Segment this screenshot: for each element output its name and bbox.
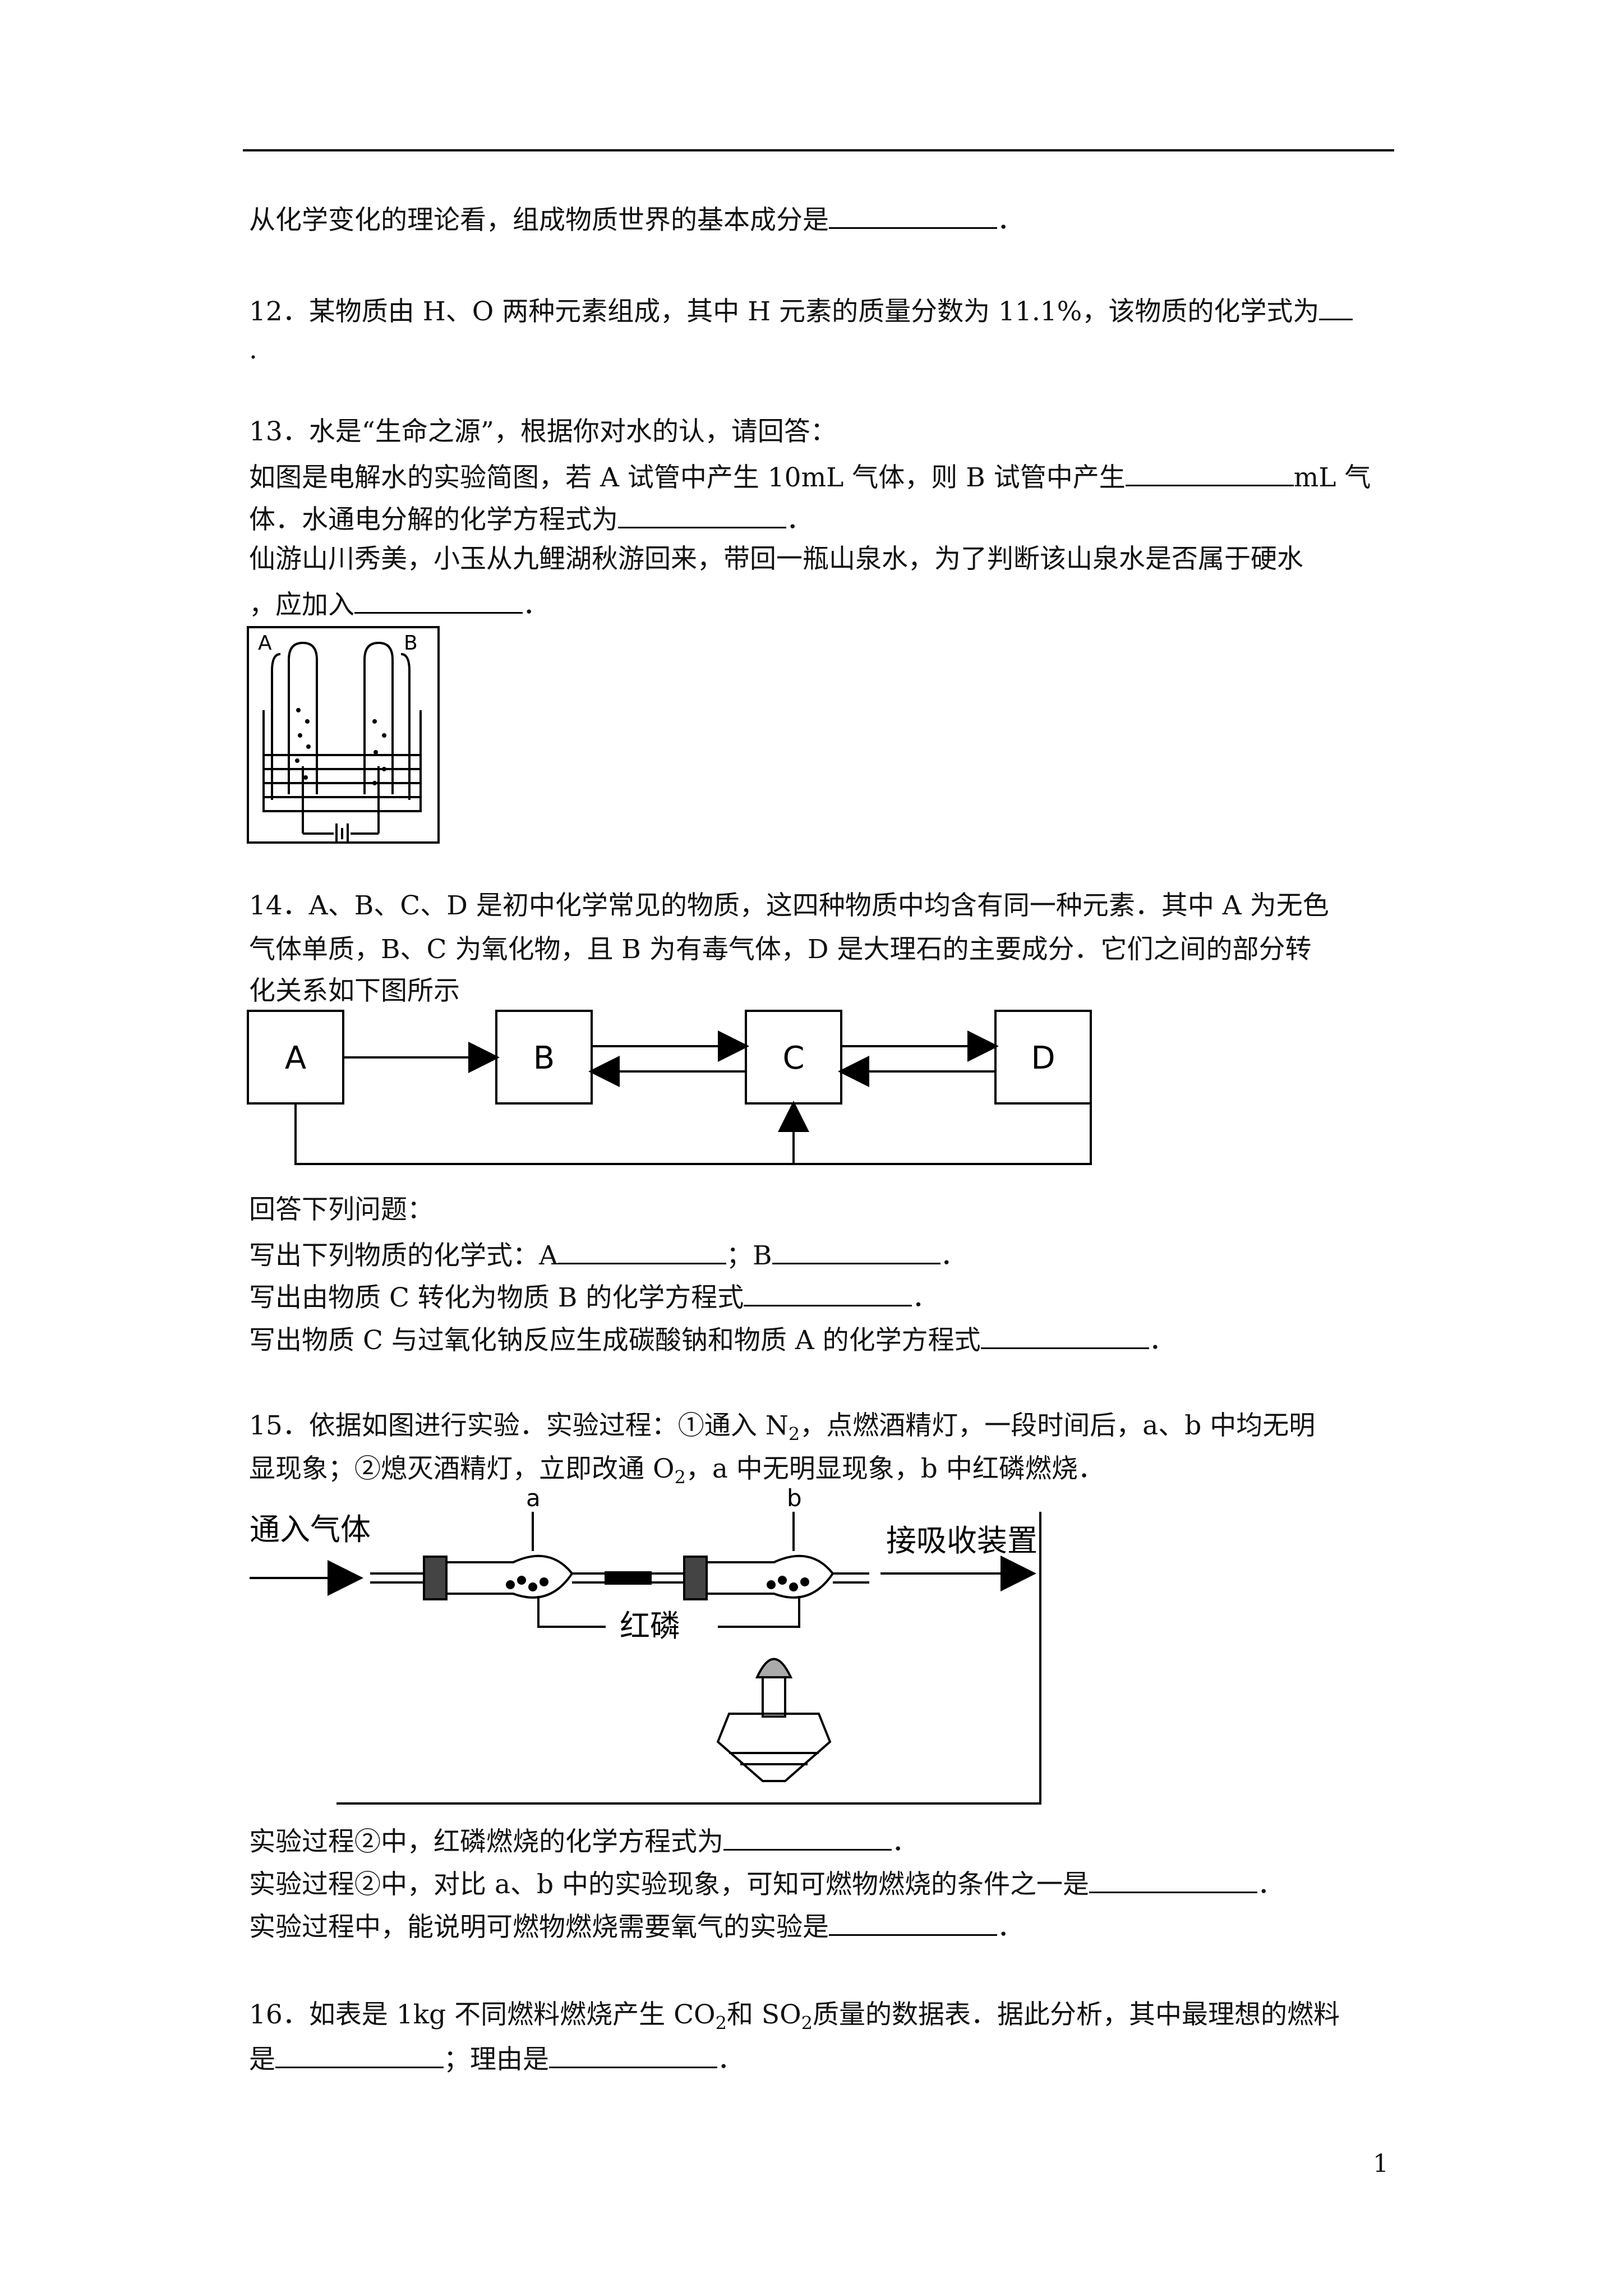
answer-blank[interactable] [772, 1236, 940, 1264]
electrolysis-diagram: A B [247, 626, 440, 844]
combustion-apparatus: 通入气体 a b 红磷 接吸收装置 [250, 1484, 1041, 1805]
header-rule [243, 149, 1394, 151]
question-15-line2: 显现象；②熄灭酒精灯，立即改通 O2，a 中无明显现象，b 中红磷燃烧． [249, 1453, 1104, 1488]
question-12-line2: . [249, 334, 257, 365]
question-14-answer3: 写出物质 C 与过氧化钠反应生成碳酸钠和物质 A 的化学方程式． [249, 1320, 1175, 1358]
red-phosphorus-label: 红磷 [620, 1608, 680, 1644]
flask-b [706, 1554, 834, 1599]
box-d-label: D [1031, 1040, 1055, 1076]
answer-blank[interactable] [1089, 1865, 1257, 1893]
answer-blank[interactable] [354, 585, 523, 614]
alcohol-lamp [716, 1713, 832, 1782]
lamp-cap [755, 1658, 793, 1678]
outlet-label: 接吸收装置 [886, 1523, 1038, 1558]
answer-blank[interactable] [744, 1278, 912, 1306]
line-d-to-c [794, 1011, 1092, 1165]
stopper-a [423, 1556, 448, 1600]
question-13-line3: 仙游山川秀美，小玉从九鲤湖秋游回来，带回一瓶山泉水，为了判断该山泉水是否属于硬水 [249, 544, 1303, 574]
question-15-answer1: 实验过程②中，红磷燃烧的化学方程式为． [249, 1822, 918, 1859]
question-16-line1: 16．如表是 1kg 不同燃料燃烧产生 CO2和 SO2质量的数据表．据此分析，… [249, 1999, 1340, 2034]
question-12-line1: 12．某物质由 H、O 两种元素组成，其中 H 元素的质量分数为 11.1%，该… [249, 292, 1353, 329]
box-b-label: B [533, 1040, 555, 1076]
question-13-line2: 体．水通电分解的化学方程式为． [249, 500, 813, 537]
question-14-answer1: 写出下列物质的化学式：A；B． [249, 1236, 967, 1273]
flask-a [445, 1554, 574, 1599]
tube-b-label: B [404, 632, 418, 655]
answer-blank[interactable] [829, 200, 997, 229]
answer-blank[interactable] [829, 1907, 997, 1936]
question-14-answer-title: 回答下列问题： [249, 1194, 434, 1225]
page-number: 1 [1373, 2150, 1389, 2178]
stopper-b [683, 1556, 708, 1600]
intro-line: 从化学变化的理论看，组成物质世界的基本成分是． [249, 200, 1023, 237]
test-tube-b [363, 641, 394, 794]
question-13-line4: ，应加入． [249, 585, 549, 622]
arrow-a-to-c [294, 1101, 809, 1165]
question-15-line1: 15．依据如图进行实验．实验过程：①通入 N2，点燃酒精灯，一段时间后，a、b … [249, 1410, 1316, 1445]
question-14-line2: 气体单质，B、C 为氧化物，且 B 为有毒气体，D 是大理石的主要成分．它们之间… [249, 934, 1312, 965]
question-12-text: 12．某物质由 H、O 两种元素组成，其中 H 元素的质量分数为 11.1%，该… [249, 296, 1320, 327]
answer-blank[interactable] [275, 2040, 444, 2068]
answer-blank[interactable] [1319, 292, 1353, 320]
answer-blank[interactable] [1125, 458, 1294, 486]
intro-text: 从化学变化的理论看，组成物质世界的基本成分是 [249, 205, 829, 236]
figure-frame [247, 626, 440, 844]
question-15-answer2: 实验过程②中，对比 a、b 中的实验现象，可知可燃物燃烧的条件之一是． [249, 1865, 1284, 1902]
question-13-title: 13．水是“生命之源”，根据你对水的认，请回答： [249, 416, 837, 447]
box-a-label: A [285, 1040, 306, 1076]
question-14-answer2: 写出由物质 C 转化为物质 B 的化学方程式． [249, 1278, 938, 1315]
question-14-line3: 化关系如下图所示 [249, 976, 460, 1006]
answer-blank[interactable] [618, 500, 786, 528]
inlet-label: 通入气体 [250, 1512, 371, 1547]
answer-blank[interactable] [723, 1822, 892, 1851]
box-c-label: C [782, 1040, 804, 1076]
lamp-neck [762, 1676, 786, 1718]
answer-blank[interactable] [980, 1320, 1149, 1349]
flask-a-label: a [526, 1484, 541, 1512]
flask-b-label: b [787, 1484, 802, 1512]
conversion-diagram: A B C D [247, 1010, 1092, 1165]
tube-a-label: A [258, 632, 272, 655]
question-15-answer3: 实验过程中，能说明可燃物燃烧需要氧气的实验是． [249, 1907, 1023, 1944]
question-16-line2: 是；理由是． [249, 2040, 744, 2077]
answer-blank[interactable] [557, 1236, 726, 1264]
beaker [262, 710, 422, 812]
test-tube-a [288, 641, 318, 794]
answer-blank[interactable] [549, 2040, 717, 2068]
question-14-line1: 14．A、B、C、D 是初中化学常见的物质，这四种物质中均含有同一种元素．其中 … [249, 890, 1329, 921]
